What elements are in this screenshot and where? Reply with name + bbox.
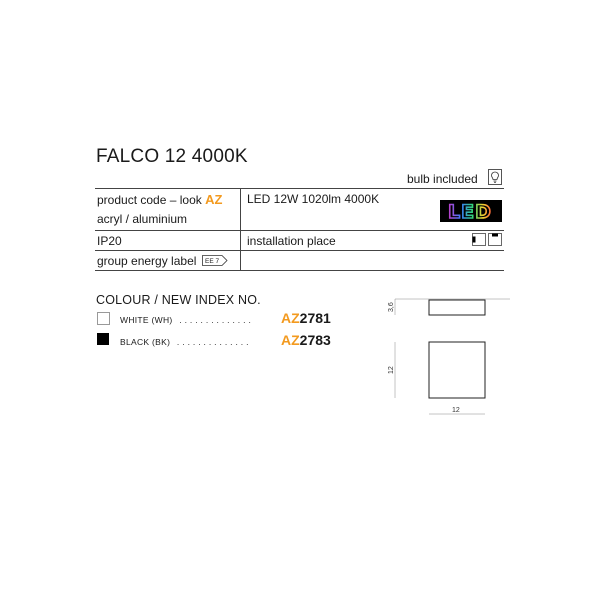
dimension-drawing: 3,6 12 12 bbox=[388, 298, 510, 415]
colour-swatch-white bbox=[97, 312, 110, 325]
bulb-included-label: bulb included bbox=[407, 172, 478, 186]
led-badge: LED bbox=[440, 200, 502, 222]
energy-class-icon: EE 7 bbox=[202, 255, 228, 266]
table-border-bottom bbox=[95, 270, 504, 271]
colour-section-title: COLOUR / NEW INDEX NO. bbox=[96, 293, 261, 307]
colour-code-prefix: AZ bbox=[281, 332, 300, 348]
front-view-body bbox=[428, 341, 486, 399]
product-title: FALCO 12 4000K bbox=[96, 146, 248, 167]
installation-place-cell: installation place bbox=[247, 234, 336, 248]
table-border-top bbox=[95, 188, 504, 189]
colour-name-white: WHITE (WH) . . . . . . . . . . . . . . bbox=[120, 315, 251, 325]
light-spec-cell: LED 12W 1020lm 4000K bbox=[247, 192, 380, 206]
energy-class-text: EE 7 bbox=[205, 258, 219, 265]
led-badge-text: LED bbox=[448, 201, 492, 222]
table-divider bbox=[95, 230, 504, 231]
installation-place-icon bbox=[472, 233, 502, 246]
side-view-body bbox=[428, 299, 486, 316]
energy-label-cell: group energy label bbox=[97, 254, 197, 268]
table-column-divider bbox=[240, 188, 241, 270]
colour-code-white: AZ2781 bbox=[281, 310, 331, 326]
width-dimension-label: 12 bbox=[452, 407, 460, 414]
colour-name-black: BLACK (BK) . . . . . . . . . . . . . . bbox=[120, 337, 249, 347]
colour-code-prefix: AZ bbox=[281, 310, 300, 326]
colour-code-number: 2783 bbox=[299, 332, 331, 348]
side-dimension-label: 12 bbox=[388, 366, 395, 374]
ip-rating-cell: IP20 bbox=[97, 234, 122, 248]
colour-leader-dots: . . . . . . . . . . . . . . bbox=[176, 337, 249, 347]
product-code-label: product code – look bbox=[97, 193, 202, 207]
colour-leader-dots: . . . . . . . . . . . . . . bbox=[179, 315, 252, 325]
colour-swatch-black bbox=[97, 333, 109, 345]
table-divider bbox=[95, 250, 504, 251]
product-code-cell: product code – look AZ bbox=[97, 192, 222, 207]
height-dimension-label: 3,6 bbox=[388, 302, 395, 312]
bulb-icon bbox=[488, 169, 502, 185]
product-code-brand: AZ bbox=[205, 192, 223, 207]
colour-name-text: WHITE (WH) bbox=[120, 315, 173, 325]
led-badge-graphic: LED bbox=[447, 200, 492, 222]
colour-code-number: 2781 bbox=[299, 310, 331, 326]
colour-name-text: BLACK (BK) bbox=[120, 337, 171, 347]
material-cell: acryl / aluminium bbox=[97, 212, 188, 226]
colour-code-black: AZ2783 bbox=[281, 332, 331, 348]
